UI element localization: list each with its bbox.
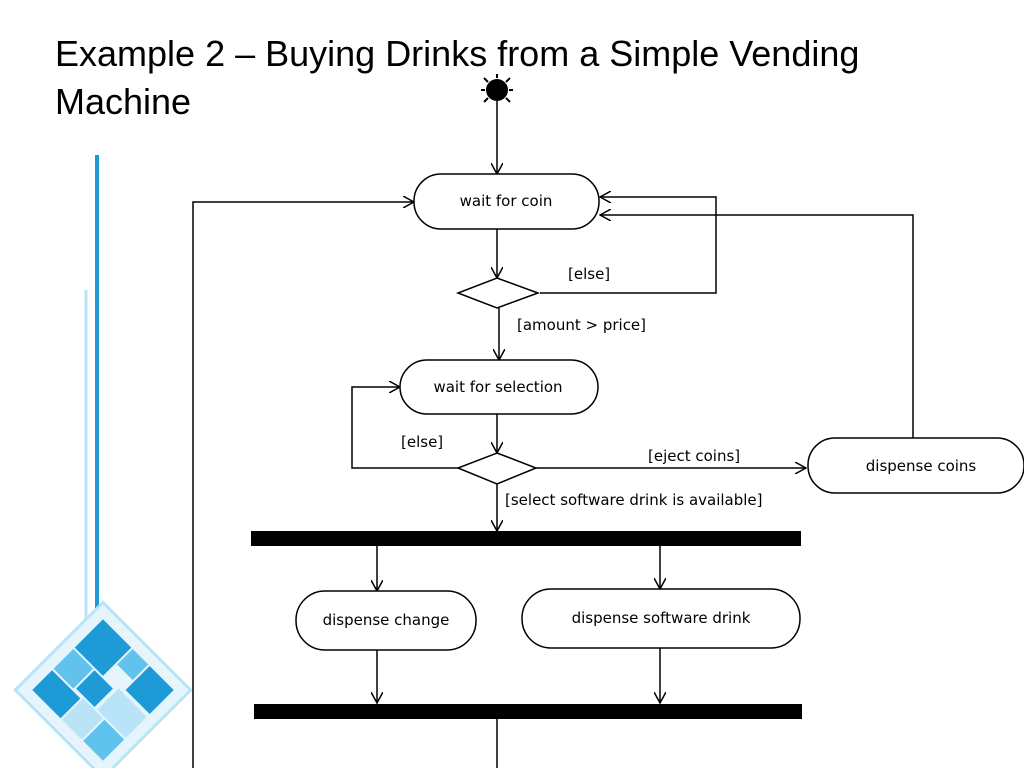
action-wait-for-selection-label: wait for selection [433,378,562,396]
action-dispense-change [295,590,477,651]
start-node [486,79,508,101]
edge-selection-else-loop [351,387,458,469]
action-dispense-change-label: dispense change [323,611,450,629]
action-dispense-coins [807,437,1024,494]
action-dispense-software-drink-label: dispense software drink [572,609,751,627]
action-dispense-software-drink [521,588,801,649]
start-node-spikes [481,74,513,103]
decision-selection [455,452,539,485]
edge-coin-else-loop [540,197,717,294]
action-wait-for-coin-label: wait for coin [460,192,553,210]
action-dispense-coins-label: dispense coins [866,457,977,475]
decision-coin [455,277,541,309]
edge-dispense-coins-to-wait-coin [600,215,914,438]
join-bar [254,704,802,719]
guard-select-available: [select software drink is available] [505,491,763,509]
guard-selection-else: [else] [401,433,443,451]
logo-mosaic [13,600,193,768]
guard-coin-else: [else] [568,265,610,283]
slide-title: Example 2 – Buying Drinks from a Simple … [55,33,860,122]
action-wait-for-coin [413,173,600,230]
edge-outer-loop-to-wait-coin [192,202,414,768]
fork-bar [251,531,801,546]
action-wait-for-selection [399,359,599,415]
guard-eject-coins: [eject coins] [648,447,740,465]
guard-amount-gt-price: [amount > price] [517,316,646,334]
